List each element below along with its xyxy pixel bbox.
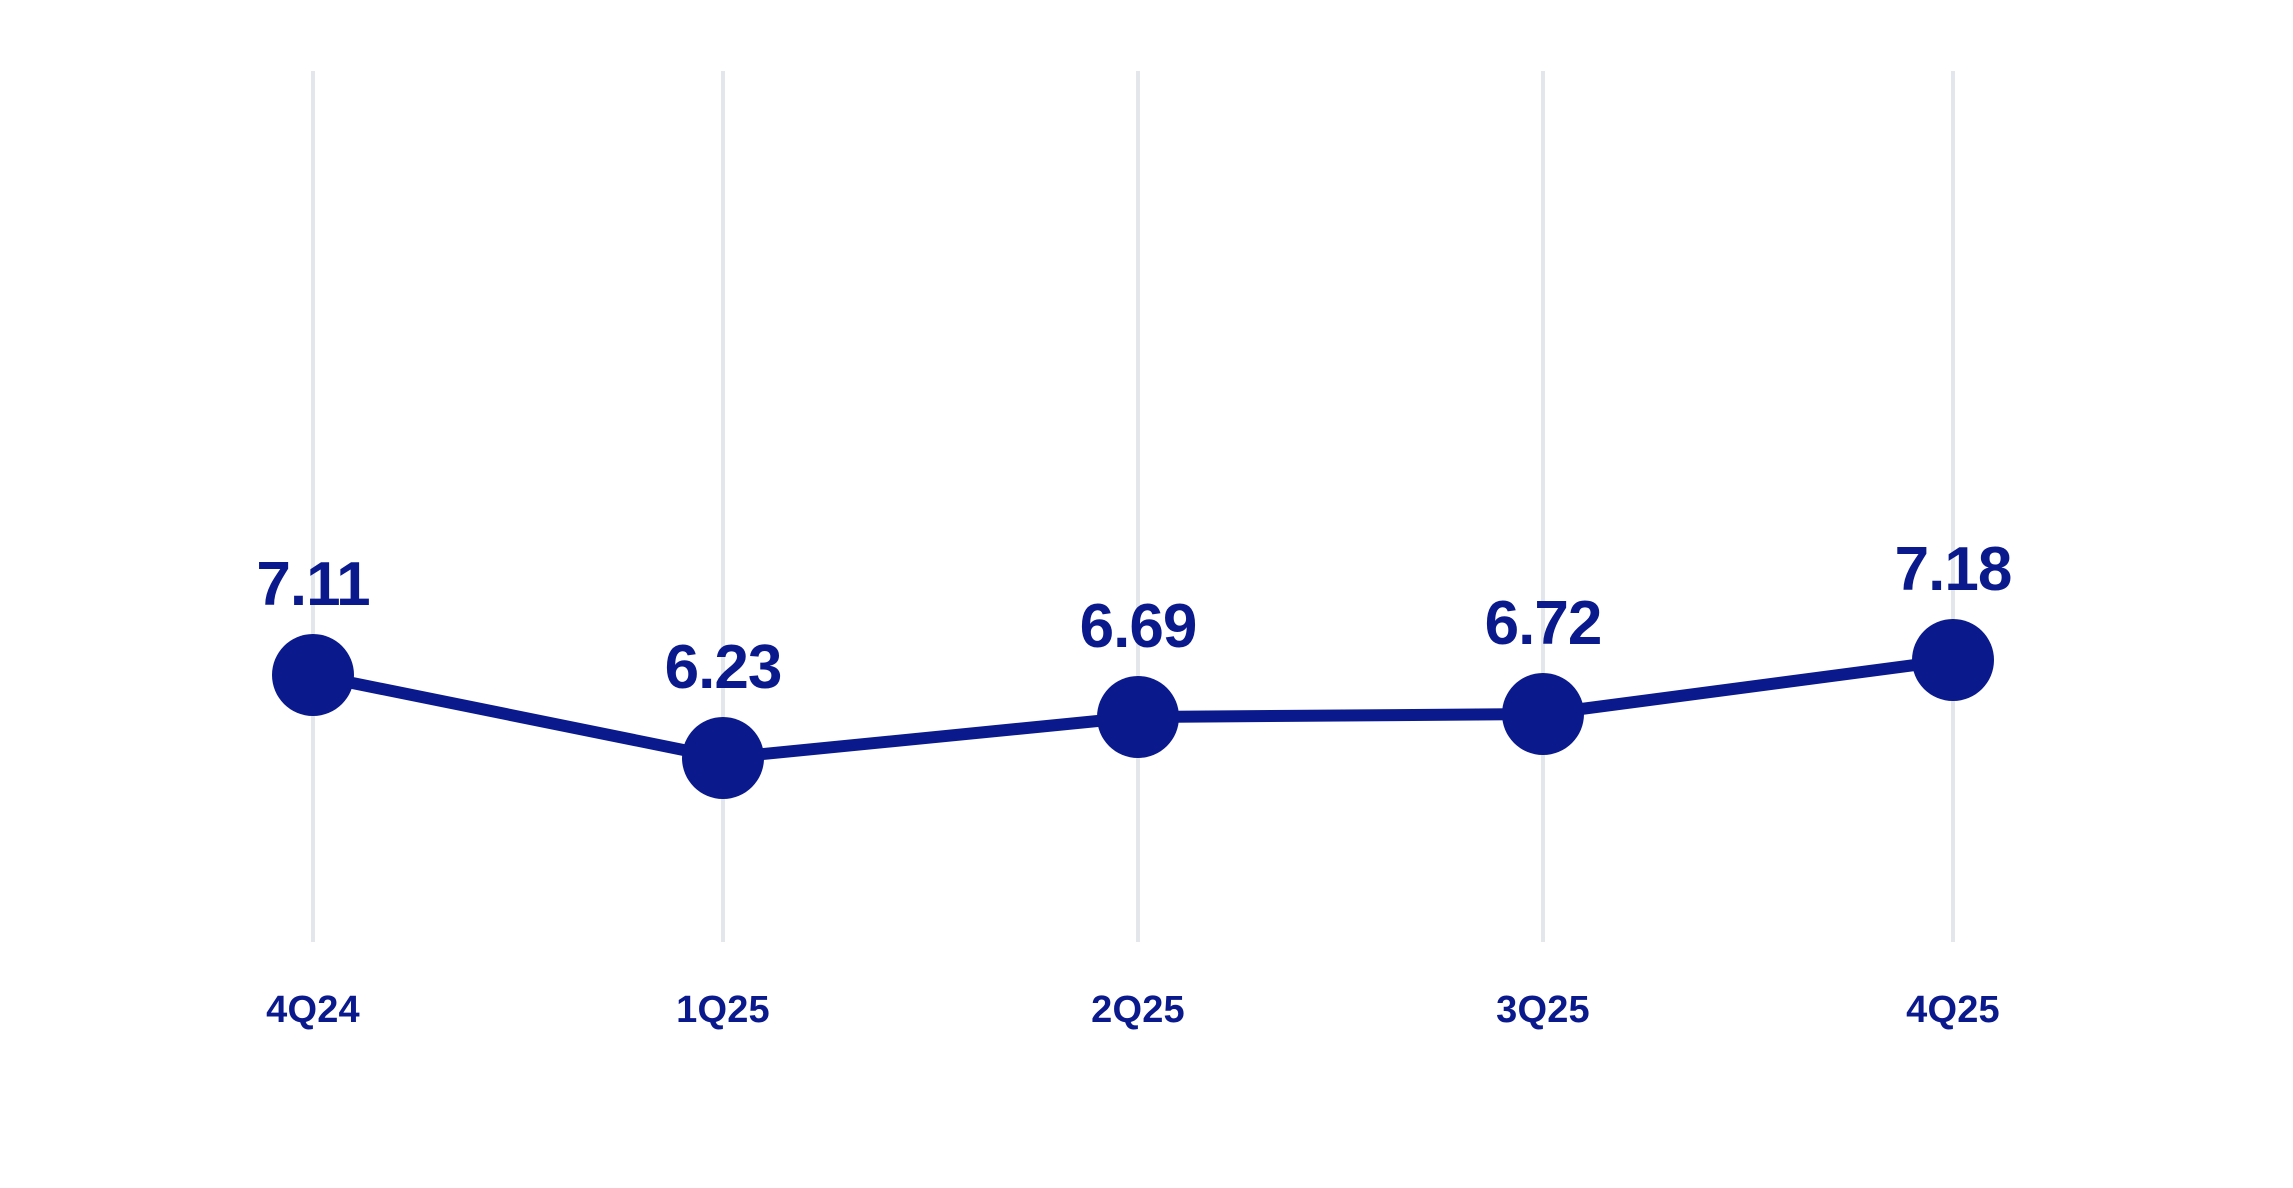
data-point-marker[interactable]: [1912, 619, 1994, 701]
data-point-marker[interactable]: [272, 634, 354, 716]
value-label-group: 7.11 6.23 6.69 6.72 7.18: [256, 535, 2012, 702]
data-point-group: [272, 619, 1994, 799]
x-axis-tick-group: 4Q24 1Q25 2Q25 3Q25 4Q25: [266, 989, 2000, 1031]
x-axis-tick-label-4q25: 4Q25: [1906, 989, 2000, 1031]
data-point-marker[interactable]: [1097, 676, 1179, 758]
gridline-group: [311, 71, 1955, 942]
x-axis-tick-label-3q25: 3Q25: [1496, 989, 1590, 1031]
data-point-value-label: 6.69: [1080, 592, 1197, 661]
x-axis-tick-label-4q24: 4Q24: [266, 989, 360, 1031]
data-point-value-label: 7.11: [256, 550, 369, 619]
data-point-marker[interactable]: [682, 717, 764, 799]
data-point-value-label: 7.18: [1895, 535, 2012, 604]
x-axis-tick-label-1q25: 1Q25: [676, 989, 770, 1031]
x-axis-tick-label-2q25: 2Q25: [1091, 989, 1185, 1031]
data-point-value-label: 6.72: [1485, 589, 1602, 658]
data-point-marker[interactable]: [1502, 673, 1584, 755]
data-point-value-label: 6.23: [665, 633, 782, 702]
